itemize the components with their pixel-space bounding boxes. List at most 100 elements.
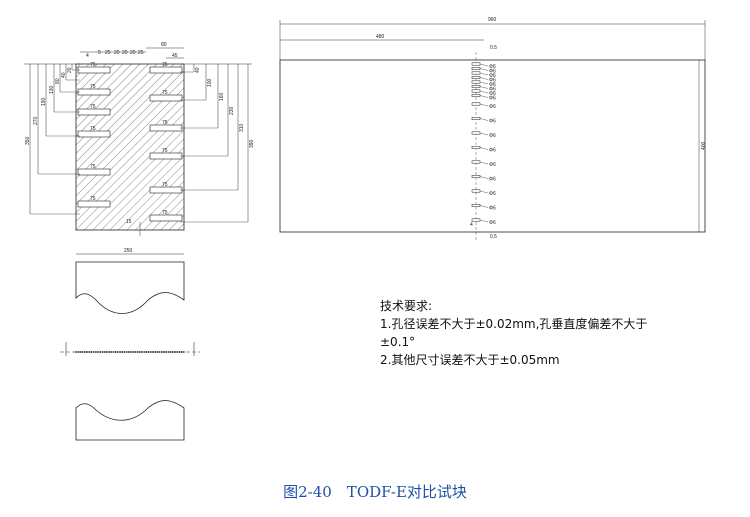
section-hole-dot <box>110 351 113 353</box>
left-depth-label: 270 <box>33 116 39 125</box>
section-hole-dot <box>165 351 168 353</box>
notes-line-3: 2.其他尺寸误差不大于±0.05mm <box>380 353 560 367</box>
section-hole-dot <box>86 351 88 353</box>
side-hole-label: Φ6 <box>489 220 496 226</box>
right-depth-label: 310 <box>239 123 245 132</box>
left-hole-label: 75 <box>90 126 96 132</box>
dim-small-c: 25 <box>105 50 111 56</box>
left-hole-label: 75 <box>90 84 96 90</box>
side-hole-label: Φ6 <box>489 104 496 110</box>
dim-45: 45 <box>172 53 178 59</box>
section-hole-dot <box>105 351 108 353</box>
dim-15: 15 <box>126 219 132 225</box>
left-depth-label: 190 <box>41 97 47 106</box>
section-hole-dot <box>182 351 185 353</box>
left-depth-label: 20 <box>67 67 73 73</box>
right-depth-label: 230 <box>229 106 235 115</box>
section-hole-dot <box>99 351 102 353</box>
dim-small-4: 4 <box>470 222 473 228</box>
right-hole-label: 75 <box>162 210 168 216</box>
side-hole-label: Φ6 <box>489 177 496 183</box>
side-hole <box>471 76 481 79</box>
section-hole-dot <box>152 351 154 353</box>
section-hole-dot <box>154 351 157 353</box>
right-hole <box>149 66 183 74</box>
left-depth-label: 40 <box>61 72 67 78</box>
section-hole-dot <box>119 351 121 353</box>
section-hole-dot <box>79 351 82 353</box>
side-hole <box>471 80 481 84</box>
section-hole-dot <box>141 351 143 353</box>
side-hole-label: Φ6 <box>489 64 496 70</box>
section-hole-dot <box>94 351 97 353</box>
lower-wave-block <box>75 400 185 441</box>
section-hole-dot <box>143 351 146 353</box>
section-hole-dot <box>163 351 165 353</box>
technical-requirements: 技术要求: 1.孔径误差不大于±0.02mm,孔垂直度偏差不大于 ±0.1° 2… <box>380 297 647 369</box>
section-hole-dot <box>136 351 139 353</box>
section-hole-dot <box>145 351 148 353</box>
section-hole-dot <box>114 351 117 353</box>
right-hole-label: 75 <box>162 120 168 126</box>
side-hole <box>471 117 481 120</box>
section-hole-dot <box>178 351 181 353</box>
section-hole-dot <box>77 351 80 353</box>
side-hole <box>471 85 481 88</box>
side-hole-label: Φ6 <box>489 87 496 93</box>
side-hole-label: Φ6 <box>489 191 496 197</box>
notes-title: 技术要求: <box>380 299 433 313</box>
dim-480: 480 <box>376 34 385 40</box>
side-hole-label: Φ6 <box>489 119 496 125</box>
section-hole-dot <box>101 351 104 353</box>
right-depth-label: 100 <box>207 78 213 87</box>
section-hole-dot <box>123 351 126 353</box>
dim-960: 960 <box>488 17 497 23</box>
section-line-holes <box>75 351 185 353</box>
side-hole-label: Φ6 <box>489 162 496 168</box>
side-hole <box>471 131 481 135</box>
section-hole-dot <box>81 351 84 353</box>
right-hole-label: 75 <box>162 90 168 96</box>
side-hole-label: Φ6 <box>489 133 496 139</box>
section-hole-dot <box>176 351 179 353</box>
side-hole-label: Φ6 <box>489 206 496 212</box>
right-depth-label: 390 <box>249 139 255 148</box>
side-hole <box>471 175 481 178</box>
section-hole-dot <box>158 351 161 353</box>
left-depth-label: 350 <box>25 136 31 145</box>
side-hole-label: Φ6 <box>489 91 496 97</box>
left-hole-label: 75 <box>90 164 96 170</box>
section-hole-dot <box>97 351 99 353</box>
side-hole <box>471 160 481 164</box>
side-hole <box>471 146 481 149</box>
section-hole-dot <box>108 351 110 353</box>
right-hole-label: 75 <box>162 182 168 188</box>
section-hole-dot <box>103 351 106 353</box>
dim-small-e: 20 <box>122 50 128 56</box>
side-hole <box>471 102 481 106</box>
section-hole-dot <box>112 351 115 353</box>
section-hole-dot <box>174 351 176 353</box>
dim-small-a: 4 <box>86 53 89 59</box>
dim-small-g: 25 <box>138 50 144 56</box>
side-hole-label: Φ6 <box>489 96 496 102</box>
left-hole <box>77 200 111 208</box>
section-hole-dot <box>92 351 95 353</box>
section-hole-dot <box>180 351 183 353</box>
notes-line-2: ±0.1° <box>380 335 416 349</box>
side-hole <box>471 89 481 93</box>
section-hole-dot <box>90 351 93 353</box>
section-hole-dot <box>83 351 86 353</box>
dim-small-b: 5 <box>98 50 101 56</box>
dim-small-f: 20 <box>130 50 136 56</box>
section-hole-dot <box>171 351 174 353</box>
right-hole <box>149 94 183 102</box>
dim-small-d: 20 <box>114 50 120 56</box>
left-hole-label: 75 <box>90 62 96 68</box>
section-hole-dot <box>121 351 124 353</box>
dim-400: 400 <box>701 141 707 150</box>
dim-top-offset: 0.5 <box>490 45 497 51</box>
